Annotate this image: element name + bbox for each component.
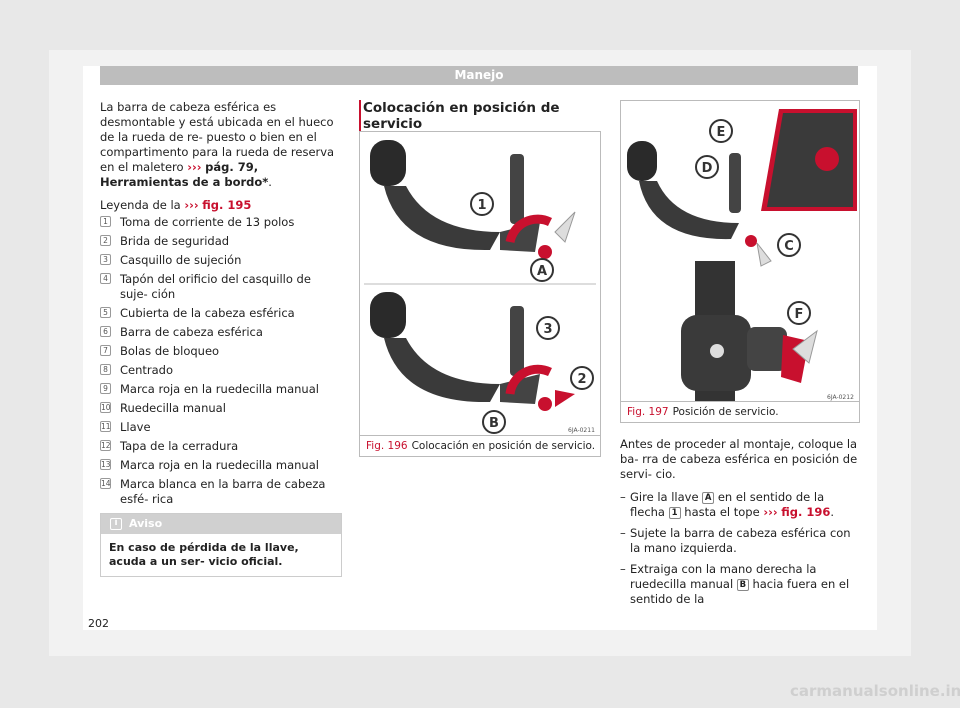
note-header: i Aviso: [101, 514, 341, 534]
page-ref-link[interactable]: pág. 79, Herramientas de a bordo*: [100, 160, 269, 189]
legend-item: 11 Llave: [100, 420, 342, 435]
svg-text:F: F: [795, 307, 804, 322]
badge-1: 1: [668, 507, 681, 519]
legend-text: Llave: [120, 420, 151, 434]
step-1: Gire la llave A en el sentido de la flec…: [620, 490, 860, 520]
callout-2: 2: [570, 366, 594, 390]
legend-text: Tapa de la cerradura: [120, 439, 239, 453]
legend-text: Marca blanca en la barra de cabeza esfé-…: [120, 477, 326, 506]
svg-text:B: B: [489, 416, 499, 431]
legend-item: 12 Tapa de la cerradura: [100, 439, 342, 454]
left-column: La barra de cabeza esférica es desmontab…: [100, 100, 342, 511]
svg-text:3: 3: [543, 322, 552, 337]
legend-item: 13 Marca roja en la ruedecilla manual: [100, 458, 342, 473]
legend-text: Ruedecilla manual: [120, 401, 226, 415]
legend-item: 5 Cubierta de la cabeza esférica: [100, 306, 342, 321]
steps-column: Antes de proceder al montaje, coloque la…: [620, 437, 860, 613]
legend-item: 8 Centrado: [100, 363, 342, 378]
callout-F: F: [787, 301, 811, 325]
legend-number: 6: [100, 326, 111, 337]
fig-196-link[interactable]: fig. 196: [781, 505, 831, 519]
legend-text: Brida de seguridad: [120, 234, 230, 248]
callout-D: D: [695, 155, 719, 179]
legend-item: 10 Ruedecilla manual: [100, 401, 342, 416]
legend-item: 9 Marca roja en la ruedecilla manual: [100, 382, 342, 397]
page-number: 202: [88, 617, 109, 630]
legend-text: Cubierta de la cabeza esférica: [120, 306, 295, 320]
section-title: Colocación en posición de servicio: [359, 100, 599, 137]
tow-bar-top: [370, 140, 576, 259]
legend-text: Barra de cabeza esférica: [120, 325, 263, 339]
legend-item: 3 Casquillo de sujeción: [100, 253, 342, 268]
legend-number: 9: [100, 383, 111, 394]
step-2: Sujete la barra de cabeza esférica con l…: [620, 526, 860, 556]
callout-C: C: [777, 233, 801, 257]
legend-number: 4: [100, 273, 111, 284]
badge-A: A: [702, 492, 715, 504]
legend-text: Marca roja en la ruedecilla manual: [120, 382, 319, 396]
legend-text: Toma de corriente de 13 polos: [120, 215, 295, 229]
legend-item: 1 Toma de corriente de 13 polos: [100, 215, 342, 230]
legend-item: 6 Barra de cabeza esférica: [100, 325, 342, 340]
legend-number: 14: [100, 478, 111, 489]
legend-number: 10: [100, 402, 111, 413]
fig-195-link[interactable]: fig. 195: [202, 198, 252, 212]
note-body: En caso de pérdida de la llave, acuda a …: [109, 541, 299, 568]
legend-number: 5: [100, 307, 111, 318]
watermark: carmanualsonline.info: [790, 682, 960, 700]
legend-number: 13: [100, 459, 111, 470]
callout-B: B: [482, 410, 506, 434]
tow-bar-bottom: [370, 292, 575, 411]
legend-number: 2: [100, 235, 111, 246]
badge-B: B: [736, 579, 749, 591]
svg-text:D: D: [702, 161, 713, 176]
legend-text: Bolas de bloqueo: [120, 344, 220, 358]
figure-197-illustration: E D C F 6JA-0212: [621, 101, 859, 403]
figure-code: 6JA-0212: [827, 394, 854, 401]
tow-bar-detail-bottom: [681, 261, 818, 401]
legend-text: Casquillo de sujeción: [120, 253, 242, 267]
tow-bar-detail-top: [627, 109, 857, 267]
legend-text: Marca roja en la ruedecilla manual: [120, 458, 319, 472]
legend-text: Centrado: [120, 363, 174, 377]
note-box: i Aviso En caso de pérdida de la llave, …: [100, 513, 342, 577]
svg-text:1: 1: [477, 198, 486, 213]
figure-196-illustration: 1 A 3 2 B 6JA-0211: [360, 132, 600, 436]
callout-1: 1: [470, 192, 494, 216]
page-ref-arrow[interactable]: ›››: [187, 160, 202, 174]
callout-E: E: [709, 119, 733, 143]
callout-A: A: [530, 258, 554, 282]
steps-intro: Antes de proceder al montaje, coloque la…: [620, 437, 858, 481]
legend-number: 11: [100, 421, 111, 432]
legend-item: 14 Marca blanca en la barra de cabeza esf…: [100, 477, 342, 507]
legend-item: 4 Tapón del orificio del casquillo de suj…: [100, 272, 342, 302]
legend-list: 1 Toma de corriente de 13 polos 2 Brida de …: [100, 215, 342, 507]
intro-paragraph: La barra de cabeza esférica es desmontab…: [100, 100, 335, 189]
note-title: Aviso: [129, 517, 163, 530]
info-icon: i: [110, 518, 122, 530]
figure-code: 6JA-0211: [568, 427, 595, 434]
svg-text:2: 2: [577, 372, 586, 387]
header-bar: Manejo: [100, 66, 858, 85]
step-3: Extraiga con la mano derecha la ruedecil…: [620, 562, 860, 607]
legend-number: 7: [100, 345, 111, 356]
legend-item: 2 Brida de seguridad: [100, 234, 342, 249]
svg-text:A: A: [537, 264, 547, 279]
svg-text:E: E: [717, 125, 726, 140]
callout-3: 3: [536, 316, 560, 340]
header-title: Manejo: [454, 68, 504, 82]
svg-text:C: C: [784, 239, 794, 254]
legend-lead: Leyenda de la ››› fig. 195: [100, 198, 252, 212]
legend-text: Tapón del orificio del casquillo de suje…: [120, 272, 311, 301]
legend-number: 8: [100, 364, 111, 375]
legend-item: 7 Bolas de bloqueo: [100, 344, 342, 359]
legend-number: 3: [100, 254, 111, 265]
legend-number: 12: [100, 440, 111, 451]
legend-number: 1: [100, 216, 111, 227]
